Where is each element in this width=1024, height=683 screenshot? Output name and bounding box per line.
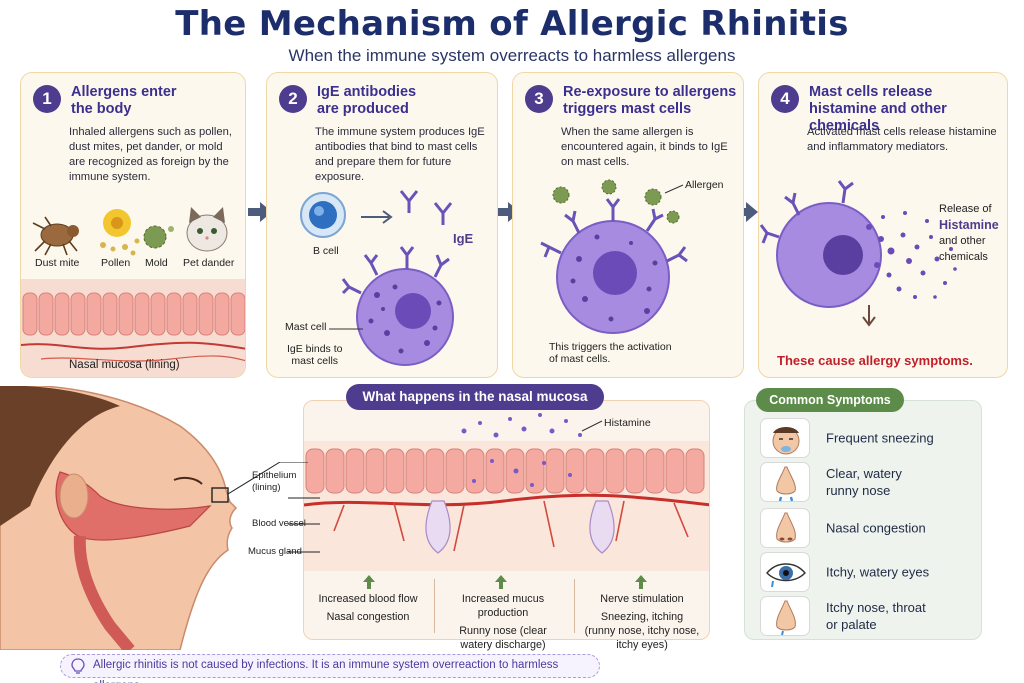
release-label: Release of Histamine and other chemicals xyxy=(939,203,999,263)
step-3-number: 3 xyxy=(525,85,553,113)
step-2-text: The immune system produces IgE antibodie… xyxy=(315,126,485,183)
allergen-particles-icon xyxy=(552,179,680,224)
itchy-nose-icon xyxy=(760,596,810,636)
congested-nose-icon xyxy=(760,508,810,548)
symptoms-heading: Common Symptoms xyxy=(756,388,904,412)
ige-label: IgE xyxy=(453,231,474,246)
ige-antibody-icon xyxy=(399,190,453,225)
up-arrow-icon xyxy=(495,575,507,589)
ige-production-illustration xyxy=(300,190,454,366)
dust-mite-icon xyxy=(32,216,79,256)
b-cell-label: B cell xyxy=(313,245,339,257)
pollen-icon xyxy=(100,209,140,256)
symptom-label: Nasal congestion xyxy=(826,520,926,536)
pet-dander-label: Pet dander xyxy=(183,257,235,269)
mast-cell-leader-line xyxy=(329,328,363,330)
mold-icon xyxy=(143,225,174,249)
mucus-gland-icon xyxy=(425,500,615,554)
footer-note: Allergic rhinitis is not caused by infec… xyxy=(60,654,600,683)
step-4-text: Activated mast cells release histamine a… xyxy=(807,126,997,153)
symptom-label: Frequent sneezing xyxy=(826,430,934,446)
b-cell-icon xyxy=(300,192,346,238)
activated-mast-cell-icon xyxy=(759,180,957,308)
lightbulb-icon xyxy=(71,658,85,674)
mucosa-label: Nasal mucosa (lining) xyxy=(69,359,180,371)
step-2-number: 2 xyxy=(279,85,307,113)
mucus-gland-label: Mucus gland xyxy=(248,546,302,557)
mast-cell-icon xyxy=(341,246,454,366)
cat-icon xyxy=(186,207,228,252)
symptom-item: Itchy, watery eyes xyxy=(760,552,980,592)
mast-cell-trigger-illustration xyxy=(540,179,688,334)
down-arrow-icon xyxy=(862,305,876,327)
step-1-number: 1 xyxy=(33,85,61,113)
cause-symptoms-text: These cause allergy symptoms. xyxy=(777,353,973,368)
page-title: The Mechanism of Allergic Rhinitis xyxy=(175,4,849,44)
step-1-text: Inhaled allergens such as pollen, dust m… xyxy=(69,126,232,183)
arrow-icon xyxy=(361,210,393,224)
nasal-mucosa-illustration xyxy=(304,413,709,571)
watery-eye-icon xyxy=(760,552,810,592)
divider xyxy=(574,579,575,633)
up-arrow-icon xyxy=(363,575,375,589)
histamine-label: Histamine xyxy=(604,417,651,429)
degranulation-illustration xyxy=(759,180,957,327)
dust-mite-label: Dust mite xyxy=(35,257,80,269)
step-3-text: When the same allergen is encountered ag… xyxy=(561,126,728,168)
epithelium-label: Epithelium(lining) xyxy=(252,470,297,493)
mast-cell-icon xyxy=(540,198,688,334)
nasal-mucosa-panel: Histamine xyxy=(303,400,710,640)
head-cross-section-illustration xyxy=(0,386,238,650)
runny-nose-icon xyxy=(760,462,810,502)
footer-text: Allergic rhinitis is not caused by infec… xyxy=(93,659,559,683)
pollen-label: Pollen xyxy=(101,257,131,269)
step-4-number: 4 xyxy=(771,85,799,113)
symptom-label: Itchy, watery eyes xyxy=(826,564,930,580)
mast-cell-label: Mast cell xyxy=(285,321,327,333)
step-arrow-3-icon xyxy=(734,202,758,222)
mucosa-illustration xyxy=(21,279,245,377)
leader-lines xyxy=(228,462,320,553)
sneezing-face-icon xyxy=(760,418,810,458)
symptom-item: Nasal congestion xyxy=(760,508,980,548)
allergen-label: Allergen xyxy=(685,179,724,191)
page-subtitle: When the immune system overreacts to har… xyxy=(288,46,736,65)
symptom-item: Frequent sneezing xyxy=(760,418,980,458)
nasal-mucosa-heading: What happens in the nasal mucosa xyxy=(346,384,604,410)
allergens-illustration xyxy=(32,207,228,256)
mold-label: Mold xyxy=(145,257,168,269)
blood-vessel-label: Blood vessel xyxy=(252,518,306,529)
divider xyxy=(434,579,435,633)
up-arrow-icon xyxy=(635,575,647,589)
